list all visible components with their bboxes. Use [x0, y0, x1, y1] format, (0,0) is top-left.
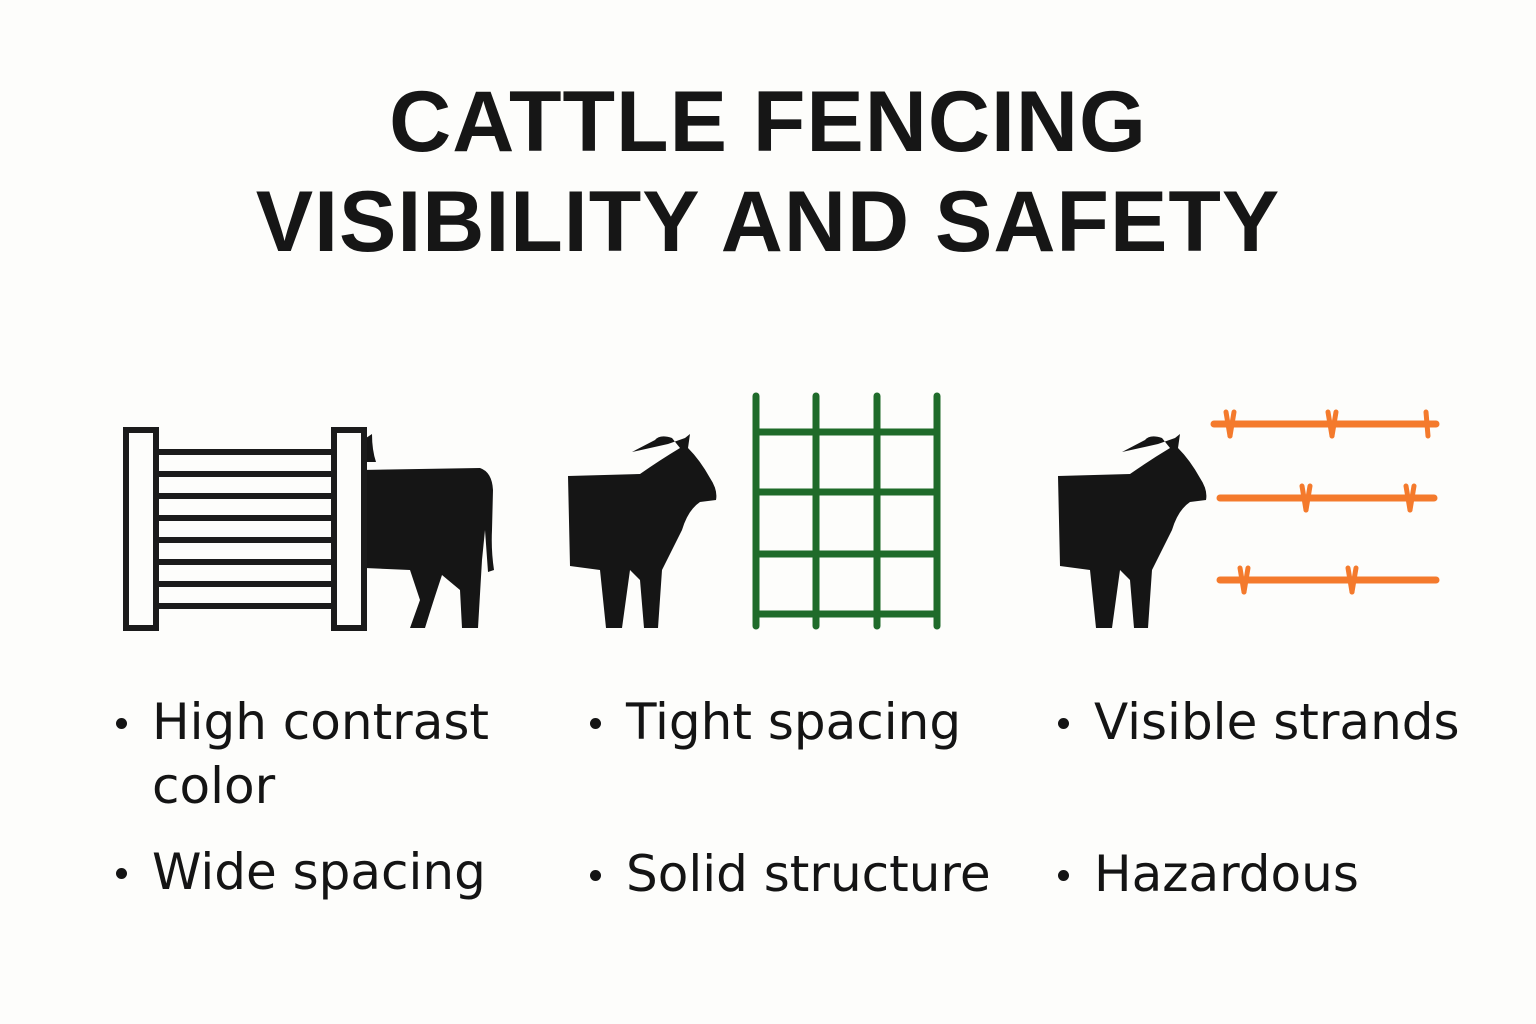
bullet-item: Hazardous: [1058, 842, 1518, 906]
panel-3-bullets: Visible strands Hazardous: [1058, 690, 1518, 906]
cow-silhouette-icon: [1058, 434, 1207, 628]
bullet-item: High contrast color: [116, 690, 536, 818]
fence-rails: [153, 449, 337, 609]
barbed-wire-strands: [1210, 420, 1440, 584]
barbed-wire-illustration: [1058, 409, 1440, 628]
bullet-item: Solid structure: [590, 842, 1010, 906]
panel-2-bullets: Tight spacing Solid structure: [590, 690, 1010, 906]
grid-mesh-fence: [752, 392, 941, 630]
cow-silhouette-icon: [568, 434, 717, 628]
bullet-item: Visible strands: [1058, 690, 1518, 754]
bullet-item: Wide spacing: [116, 840, 536, 904]
page-title: CATTLE FENCING VISIBILITY AND SAFETY: [0, 72, 1536, 272]
fence-post-right: [331, 427, 367, 631]
title-line-2: VISIBILITY AND SAFETY: [255, 174, 1281, 270]
cow-silhouette-icon: [360, 434, 494, 628]
title-line-1: CATTLE FENCING: [389, 74, 1147, 170]
panel-1-bullets: High contrast color Wide spacing: [116, 690, 536, 904]
bullet-item: Tight spacing: [590, 690, 1010, 754]
grid-fence-illustration: [568, 392, 941, 630]
barb-knots: [1223, 409, 1431, 595]
board-fence-illustration: [123, 427, 494, 631]
fence-post-left: [123, 427, 159, 631]
